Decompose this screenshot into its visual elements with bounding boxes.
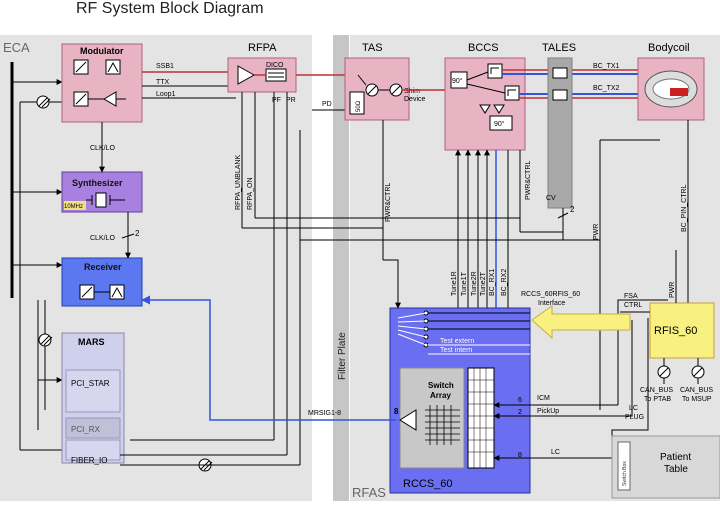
rfpa-unblank-label: RFPA_UNBLANK [235,155,242,210]
synthesizer-label: Synthesizer [72,178,123,188]
mrsig-label: MRSIG1-8 [308,410,341,417]
mars-label: MARS [78,337,105,347]
test-extern-label: Test extern [440,338,474,345]
clk-lo-label-1: CLK/LO [90,145,115,152]
loop1-label: Loop1 [156,91,176,98]
rfis-block [649,302,715,359]
bc-tx2-label: BC_TX2 [593,85,620,92]
bc-rx1-label: BC_RX1 [489,269,496,296]
pd-label: PD [322,101,332,108]
bc-tx1-label: BC_TX1 [593,63,620,70]
pickup-label: PickUp [537,408,559,415]
clk-lo-count: 2 [135,229,140,238]
rfpa-on-label: RFPA_ON [247,177,254,210]
lc-label: LC [551,449,560,456]
modulator-block [61,43,143,123]
bccs-90-top: 90° [452,77,463,85]
lc-count: 8 [518,452,522,459]
tune-2r-label: Tune2R [471,271,478,296]
pci-star-label: PCI_STAR [71,379,110,388]
eca-label: ECA [3,40,30,55]
bodycoil-label: Bodycoil [648,42,690,54]
filter-plate-label: Filter Plate [337,332,348,380]
cv-count-label: 2 [570,205,575,214]
pwr-ctrl-tas-label: PWR&CTRL [385,183,392,222]
tune-1t-label: Tune1T [461,271,468,296]
tune-2t-label: Tune2T [480,271,487,296]
cv-label: CV [546,195,556,202]
pci-rx-label: PCI_RX [71,425,101,434]
mrsig-count: 8 [394,407,399,416]
pwr-ctrl-bccs-label: PWR&CTRL [525,161,532,200]
icm-count: 6 [518,397,522,404]
tales-block [547,57,573,209]
pr-label: PR [286,97,296,104]
rfas-label: RFAS [352,485,386,500]
rccs-label: RCCS_60 [403,478,453,490]
tas-50ohm-label: 50Ω [356,100,362,112]
diagram-title: RF System Block Diagram [76,0,264,17]
fiber-io-label: FIBER_IO [71,456,107,465]
receiver-label: Receiver [84,262,122,272]
bccs-90-bottom: 90° [494,120,505,128]
ssb1-label: SSB1 [156,63,174,70]
pwr-bodycoil-label: PWR [593,224,600,240]
bccs-label: BCCS [468,42,499,54]
test-intern-label: Test intern [440,347,472,354]
tune-1r-label: Tune1R [451,271,458,296]
tales-label: TALES [542,42,576,54]
switch-box-label: Switch Box [622,461,628,486]
modulator-label: Modulator [80,46,124,56]
switch-box [617,441,631,491]
rfis-label: RFIS_60 [654,325,697,337]
clk-lo-label-2: CLK/LO [90,235,115,242]
pf-label: PF [272,97,281,104]
rfpa-label: RFPA [248,42,277,54]
receiver-block [61,257,143,307]
eca-region [0,35,312,501]
dico-label: DICO [266,62,284,69]
bc-pin-ctrl-label: BC_PIN_CTRL [681,184,688,232]
pwr-rfis-label: PWR [669,282,676,298]
bc-rx2-label: BC_RX2 [501,269,508,296]
icm-label: ICM [537,395,550,402]
tas-label: TAS [362,42,383,54]
pickup-count: 2 [518,409,522,416]
filter-plate-bar [333,35,349,501]
ttx-label: TTX [156,79,170,86]
synth-10mhz-label: 10MHz [64,204,83,210]
